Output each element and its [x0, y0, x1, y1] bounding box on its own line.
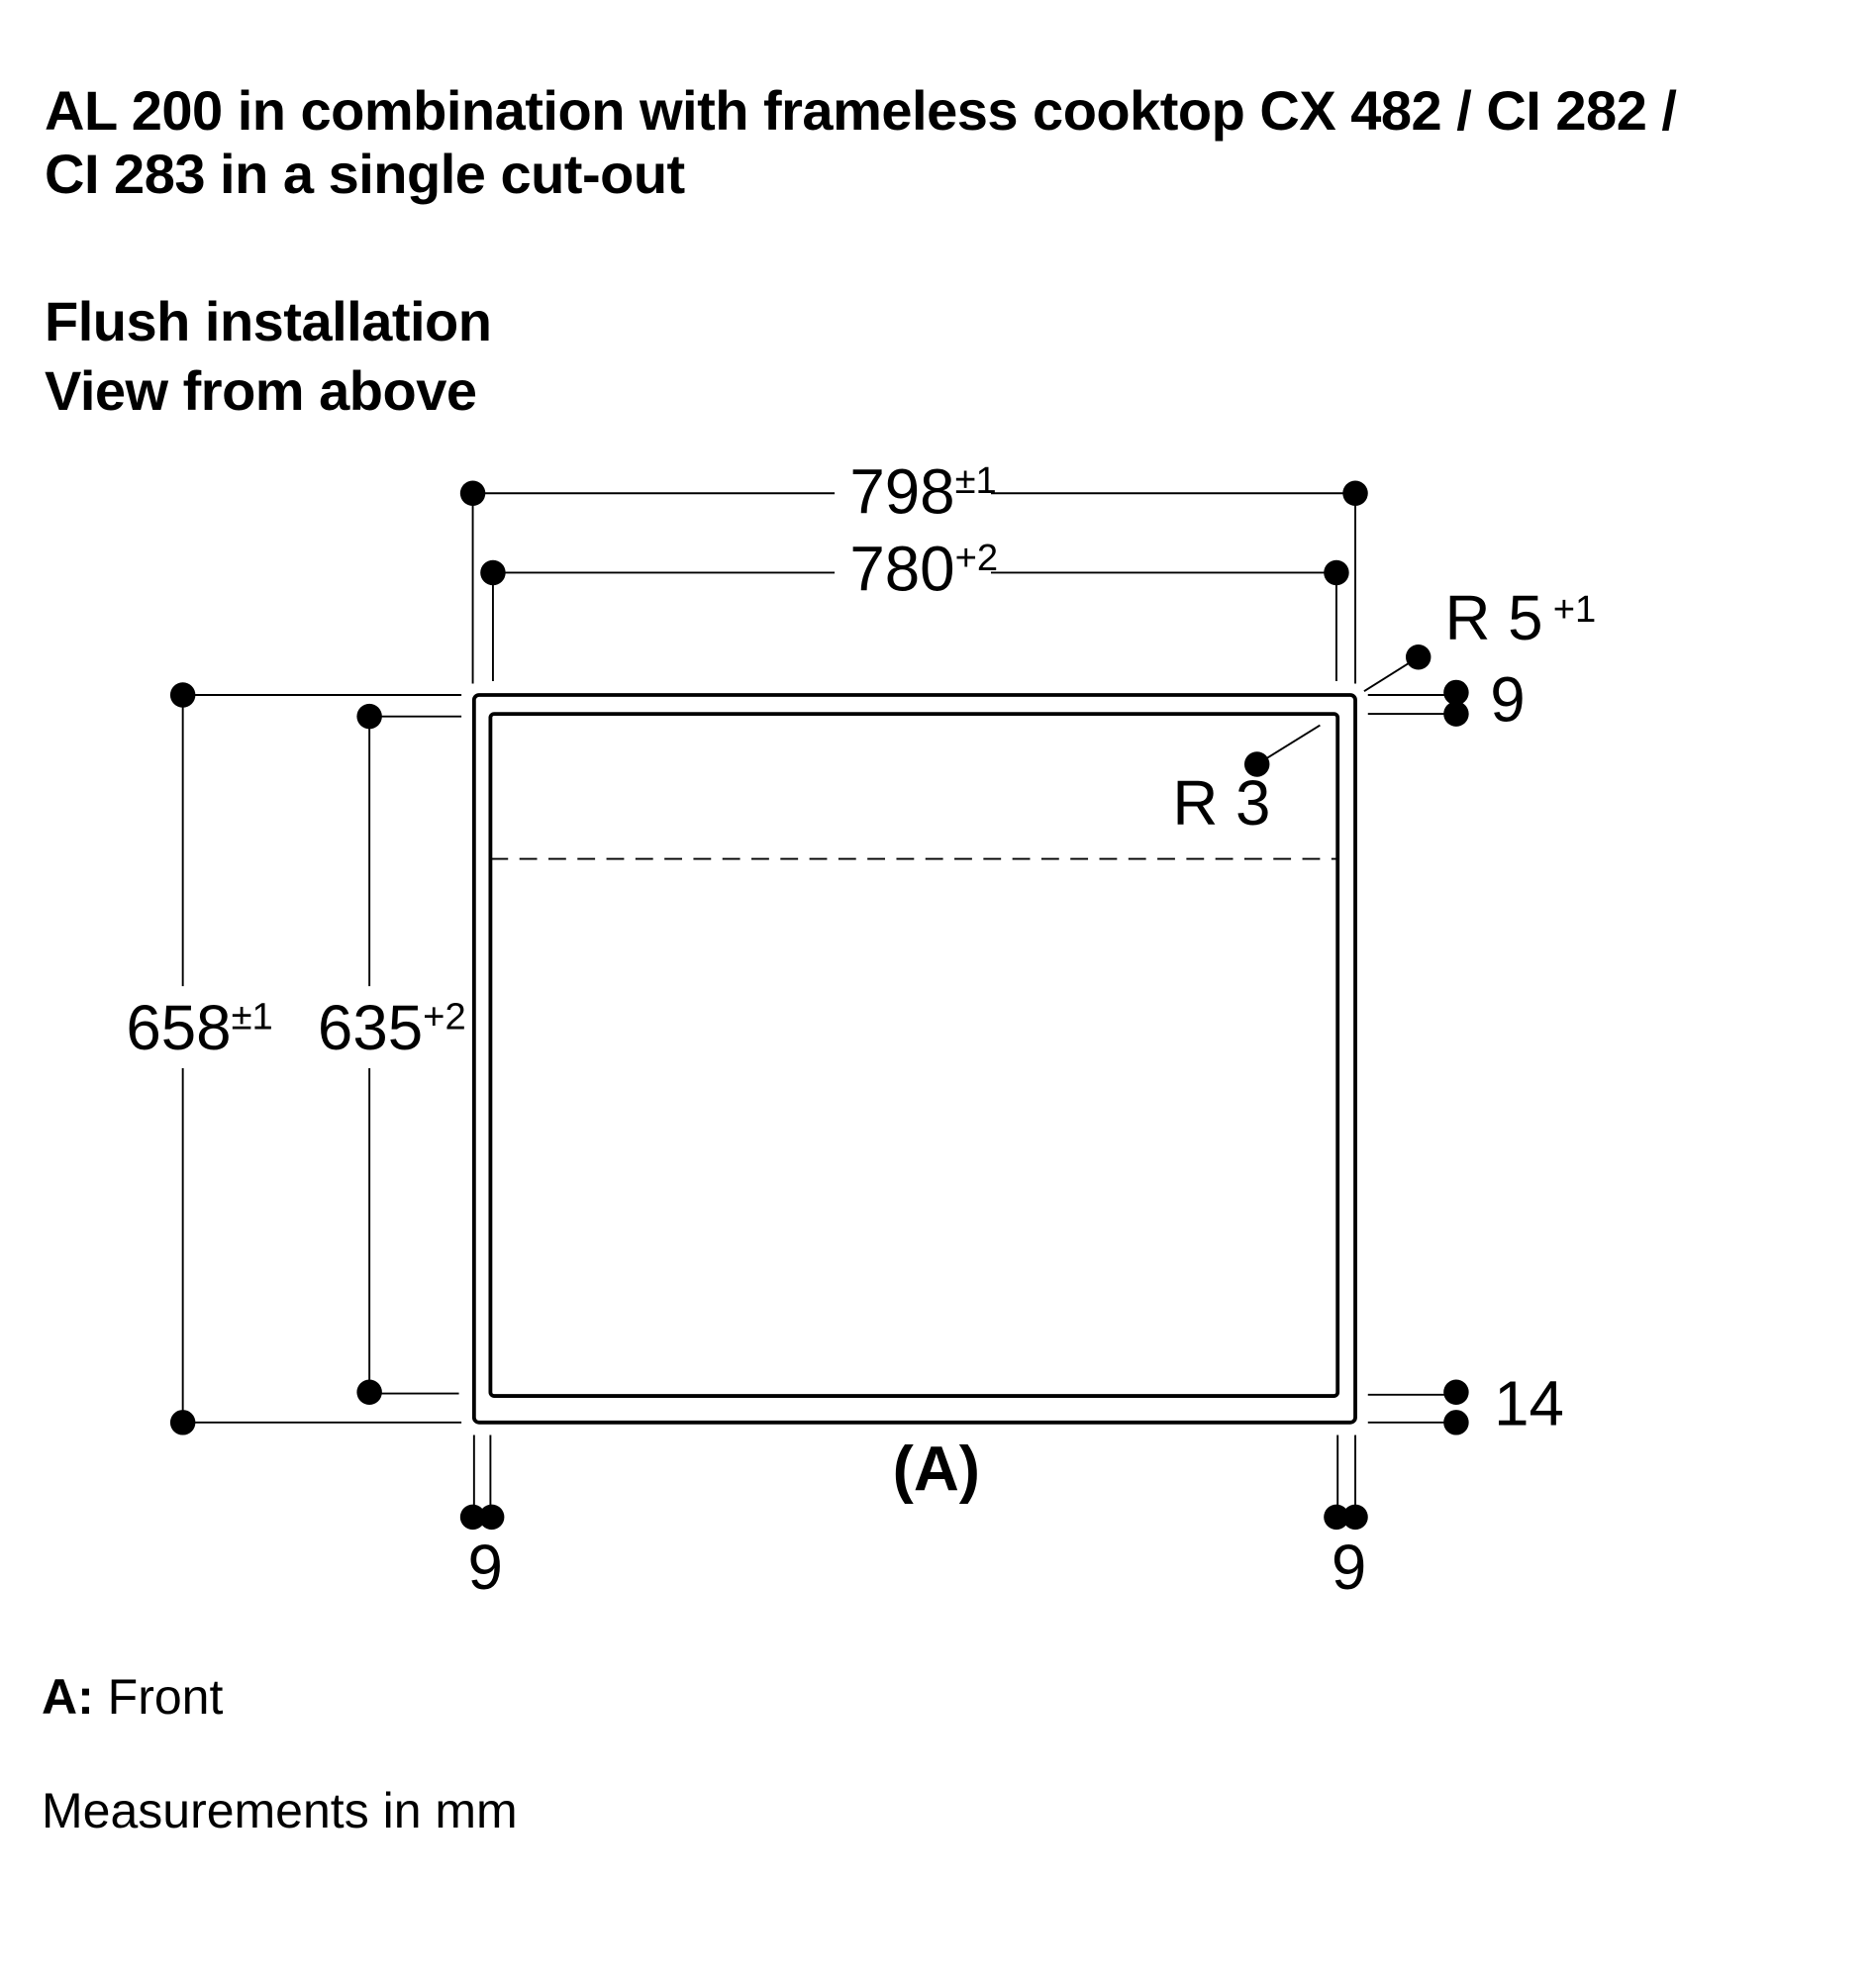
title-line-1: AL 200 in combination with frameless coo…	[45, 79, 1677, 142]
top-gap-label: 9	[1490, 665, 1525, 736]
page-title: AL 200 in combination with frameless coo…	[45, 79, 1677, 206]
inner-width-label: 780+2	[849, 534, 998, 604]
legend-value: Front	[107, 1669, 224, 1725]
outer-depth-label: 658±1	[126, 993, 272, 1063]
dimension-dots	[169, 480, 1469, 1531]
outer-radius-label: R 5+1	[1444, 583, 1596, 653]
outer-width-label: 798±1	[849, 457, 996, 528]
inner-depth-label: 635+2	[318, 993, 466, 1063]
bottom-gap-label: 14	[1494, 1368, 1564, 1438]
front-marker: (A)	[893, 1435, 980, 1505]
title-line-2: CI 283 in a single cut-out	[45, 143, 685, 205]
right-gap-label: 9	[1332, 1533, 1366, 1603]
legend-front: A: Front	[42, 1668, 223, 1726]
legend-key: A:	[42, 1669, 94, 1725]
left-gap-label: 9	[467, 1533, 502, 1603]
subtitle-line-1: Flush installation	[45, 290, 492, 352]
subtitle: Flush installation View from above	[45, 287, 492, 426]
subtitle-line-2: View from above	[45, 359, 477, 422]
inner-cooktop	[488, 712, 1340, 1398]
units-note: Measurements in mm	[42, 1783, 518, 1838]
inner-radius-label: R 3	[1172, 768, 1270, 839]
outer-cutout	[471, 693, 1357, 1425]
